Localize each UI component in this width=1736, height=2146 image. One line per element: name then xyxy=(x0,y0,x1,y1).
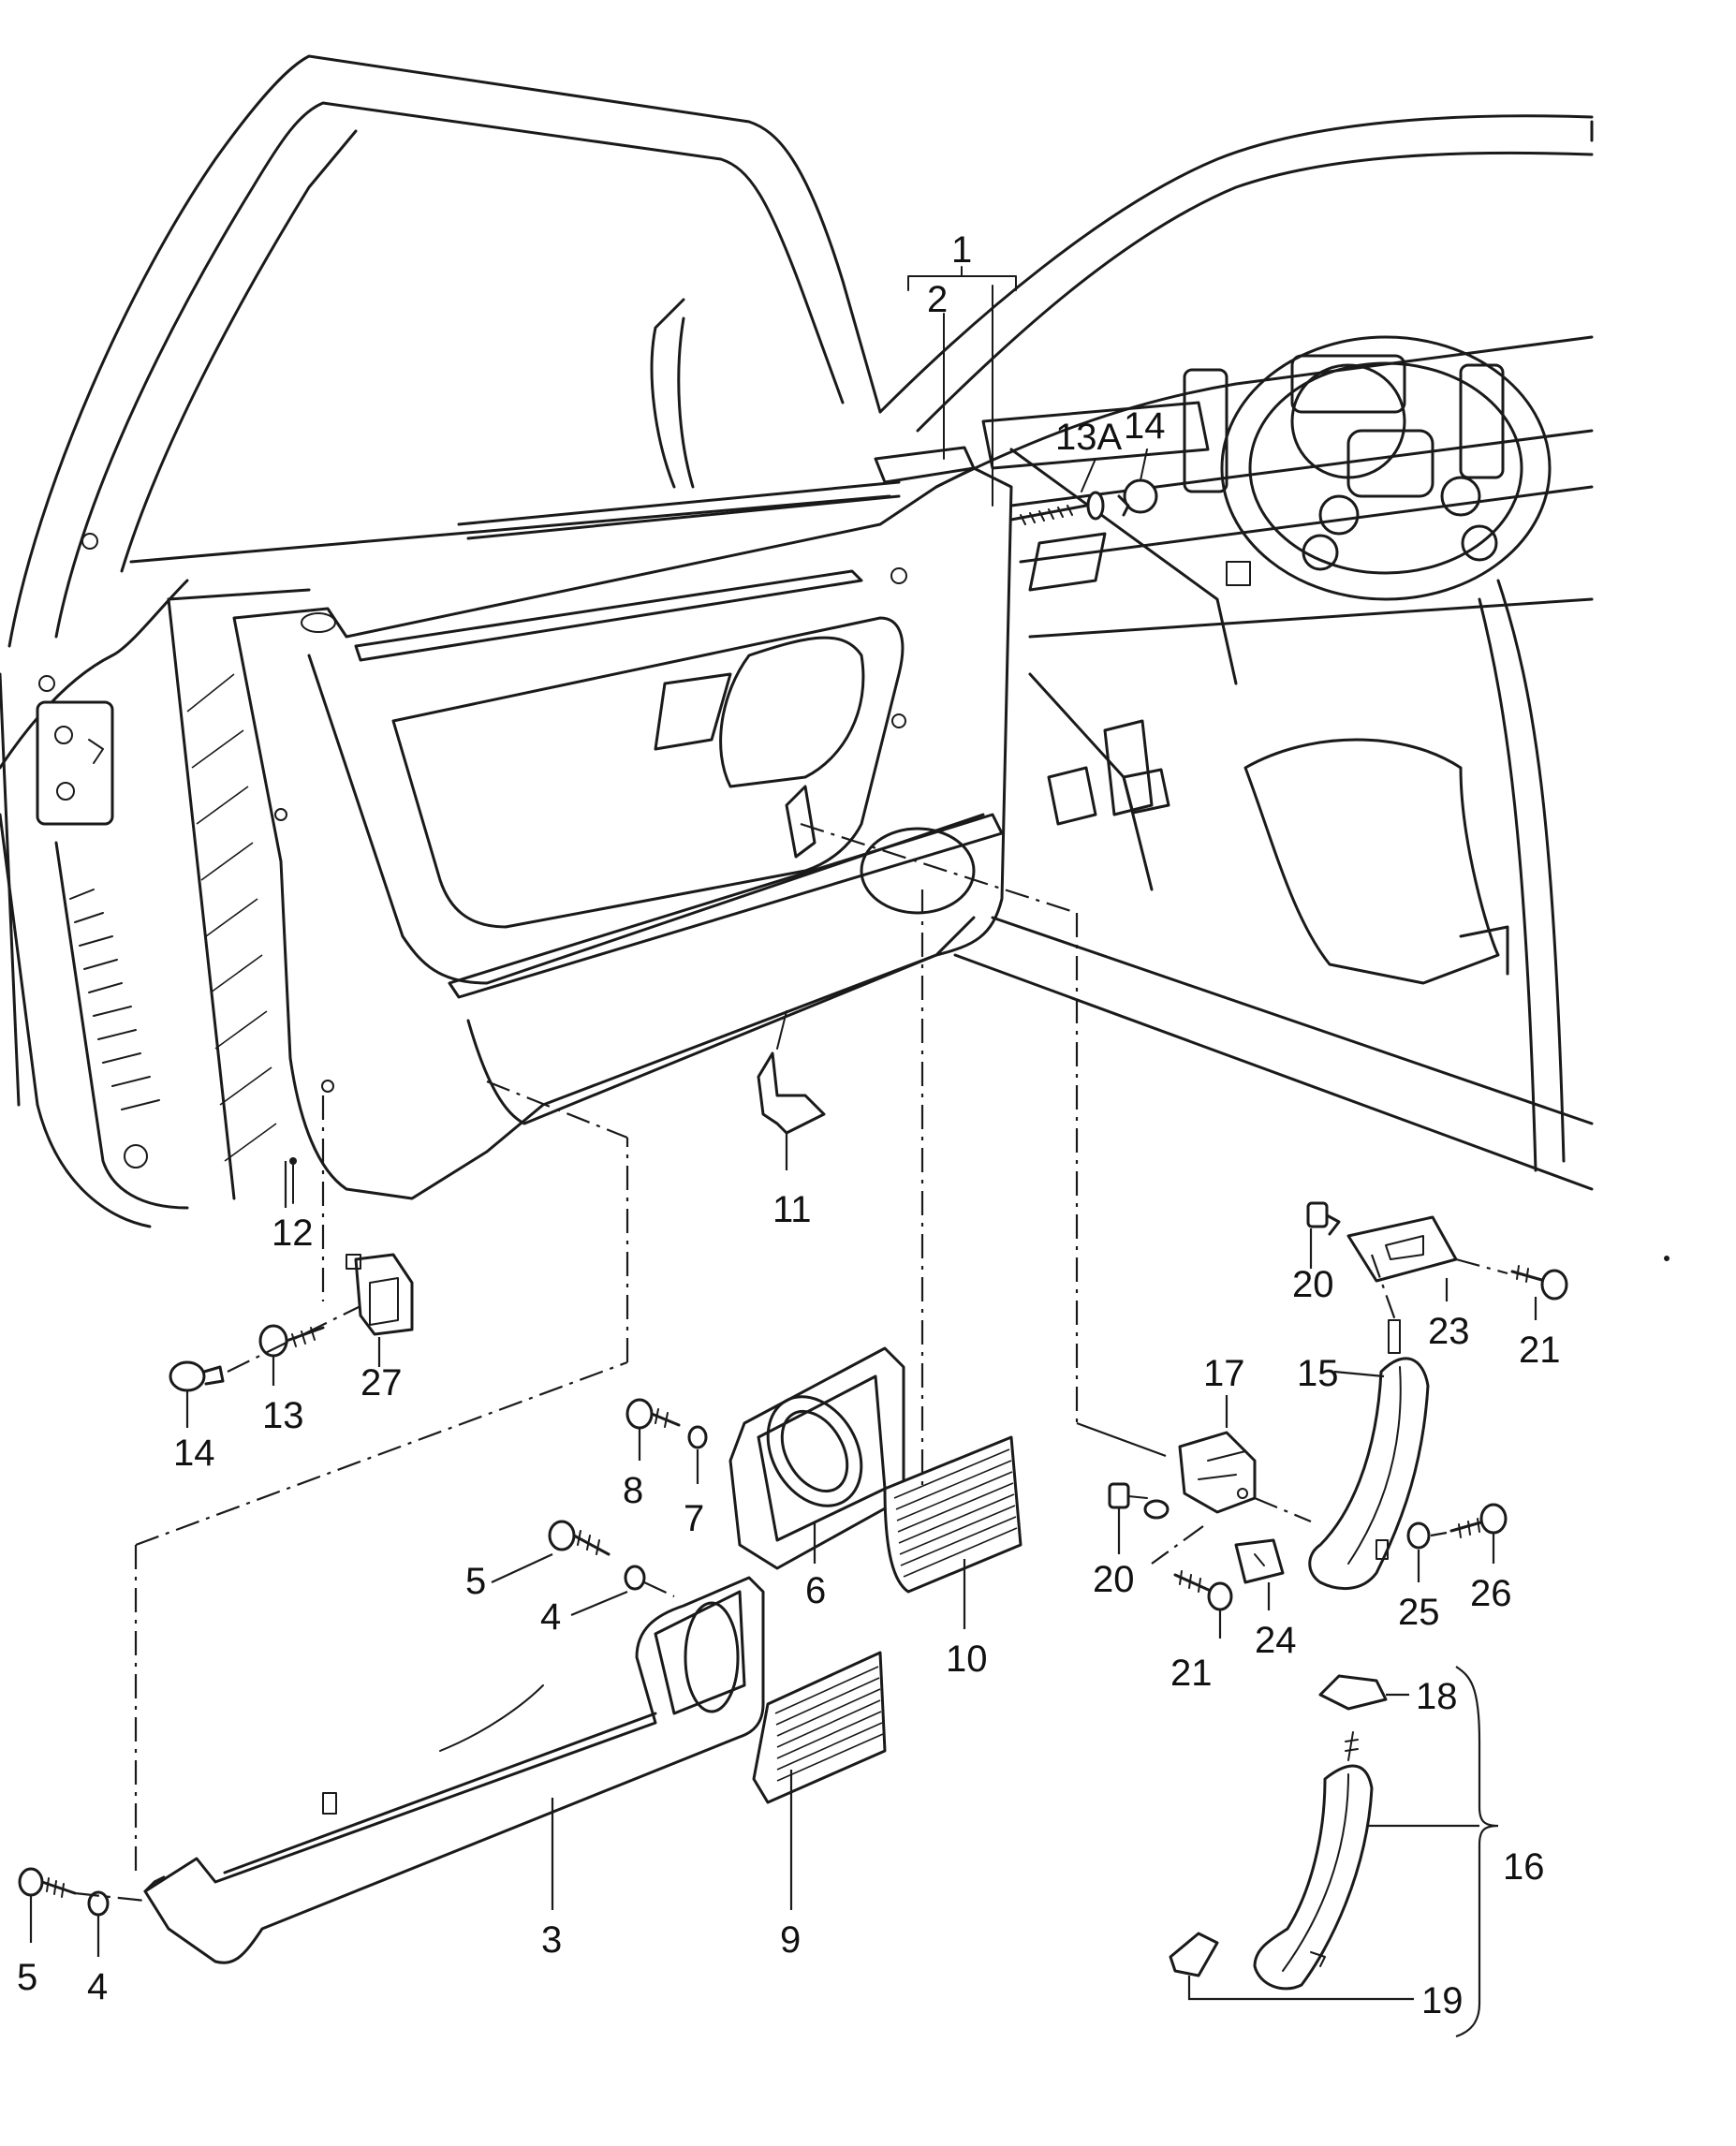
callout-19: 19 xyxy=(1421,1980,1464,2021)
bracket-23 xyxy=(1346,1215,1458,1283)
callout-4-upper: 4 xyxy=(540,1596,561,1638)
screw-13a xyxy=(1009,458,1105,525)
callout-27: 27 xyxy=(360,1362,403,1404)
door-frame xyxy=(0,54,891,1228)
callout-6: 6 xyxy=(805,1570,826,1611)
callout-12: 12 xyxy=(272,1213,314,1254)
screw-21-lower xyxy=(1173,1570,1233,1611)
callout-14-left: 14 xyxy=(173,1433,215,1474)
callout-23: 23 xyxy=(1428,1311,1470,1352)
grille-9 xyxy=(752,1651,887,1804)
clip-14-top xyxy=(1117,448,1158,517)
callout-3: 3 xyxy=(541,1919,562,1961)
bracket-18 xyxy=(1318,1674,1388,1711)
bracket-27 xyxy=(346,1253,414,1336)
grab-handle-16 xyxy=(1253,1731,1374,1991)
callout-2: 2 xyxy=(927,279,948,320)
callout-4-left: 4 xyxy=(87,1966,108,2007)
door-trim-panel xyxy=(232,466,1013,1200)
callout-20-upper: 20 xyxy=(1292,1264,1334,1305)
callout-5-left: 5 xyxy=(17,1957,37,1998)
grille-10 xyxy=(883,889,1022,1594)
clip-14-left xyxy=(169,1360,225,1392)
washer-25 xyxy=(1406,1521,1431,1550)
callout-8: 8 xyxy=(623,1470,643,1511)
callout-1: 1 xyxy=(951,229,972,271)
dashboard xyxy=(878,114,1594,1191)
callout-13a: 13A xyxy=(1055,417,1122,458)
callout-7: 7 xyxy=(684,1498,704,1539)
callout-17: 17 xyxy=(1203,1353,1245,1394)
callout-21-lower: 21 xyxy=(1170,1653,1213,1694)
scan-dot xyxy=(1664,1256,1670,1261)
callout-21-upper: 21 xyxy=(1519,1330,1561,1371)
washer-4-upper xyxy=(624,1565,646,1591)
steering-wheel xyxy=(1220,335,1552,601)
callout-20-lower: 20 xyxy=(1093,1559,1135,1600)
bracket-24 xyxy=(1234,1538,1285,1584)
door-glass xyxy=(167,588,311,1200)
callout-25: 25 xyxy=(1398,1592,1440,1633)
cap-19 xyxy=(1169,1932,1219,1977)
grab-handle-15 xyxy=(1308,1319,1430,1591)
pin-12 xyxy=(289,1157,297,1204)
callout-10: 10 xyxy=(946,1639,988,1680)
screw-5-left xyxy=(18,1867,77,1898)
callout-5-upper: 5 xyxy=(465,1561,486,1602)
bracket-17 xyxy=(1178,1431,1257,1514)
speaker-housing-6 xyxy=(728,1346,905,1570)
callout-18: 18 xyxy=(1416,1676,1458,1717)
screw-21-upper xyxy=(1510,1265,1568,1301)
clip-20-lower xyxy=(1108,1482,1170,1520)
bracket-1 xyxy=(874,266,1017,507)
callout-24: 24 xyxy=(1255,1620,1297,1661)
callout-14-top: 14 xyxy=(1124,405,1166,447)
washer-7 xyxy=(687,1425,708,1449)
clip-11 xyxy=(757,1010,826,1135)
callout-13: 13 xyxy=(262,1395,304,1436)
callout-16: 16 xyxy=(1503,1846,1545,1888)
window-frame xyxy=(457,298,901,540)
clip-20-upper xyxy=(1306,1201,1341,1236)
leader-lines xyxy=(29,1133,1537,2038)
screw-8 xyxy=(625,1398,681,1430)
callout-9: 9 xyxy=(780,1919,801,1961)
callout-15: 15 xyxy=(1297,1353,1339,1394)
door-lock xyxy=(36,533,148,1169)
callout-labels: 1 2 13A 14 12 11 27 13 14 8 7 5 4 6 10 5… xyxy=(17,229,1561,2021)
screw-26 xyxy=(1449,1503,1508,1538)
callout-11: 11 xyxy=(772,1189,812,1230)
screw-5-upper xyxy=(548,1520,611,1556)
armrest-3 xyxy=(143,1576,765,1964)
callout-26: 26 xyxy=(1470,1573,1512,1614)
pillar-vents xyxy=(69,889,160,1110)
